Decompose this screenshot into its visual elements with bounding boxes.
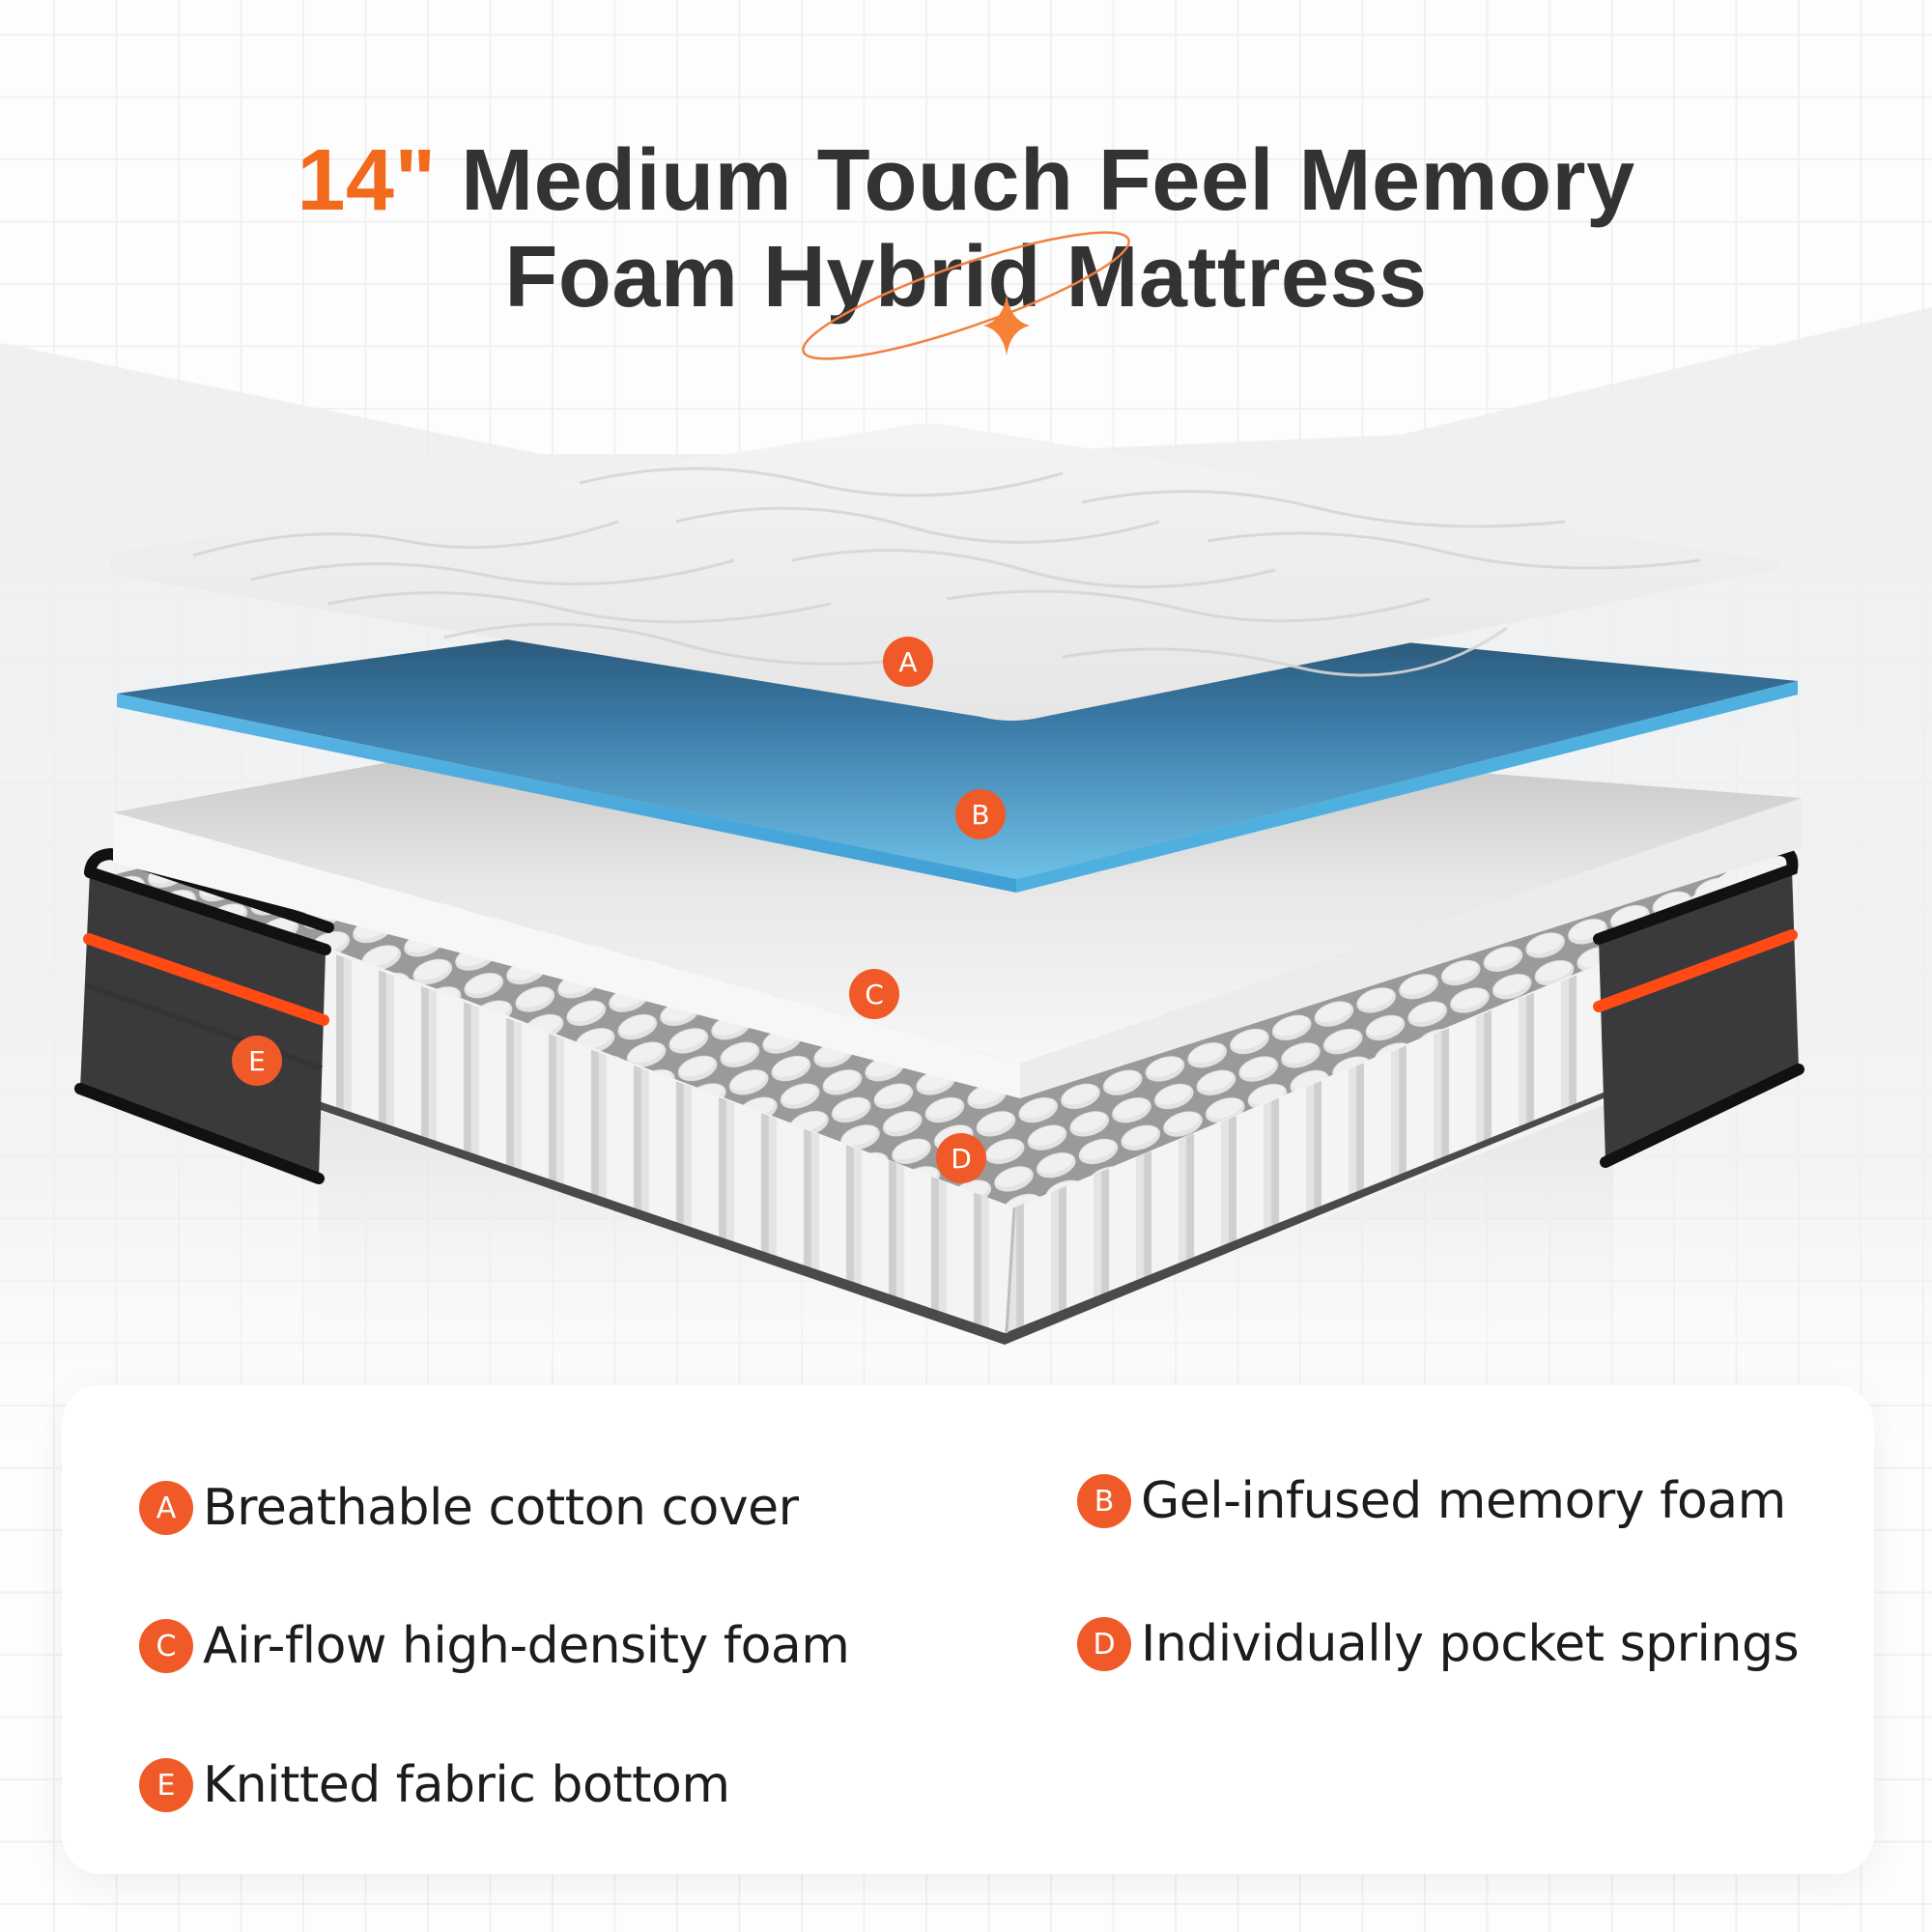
- gel-foam-front-left: [117, 694, 1016, 893]
- legend-item-b: B Gel-infused memory foam: [1077, 1472, 1786, 1530]
- cover-layer: [109, 423, 1780, 721]
- legend-item-a: A Breathable cotton cover: [139, 1479, 799, 1537]
- legend-label-d: Individually pocket springs: [1141, 1615, 1800, 1673]
- marker-a: A: [883, 637, 933, 687]
- legend-label-e: Knitted fabric bottom: [203, 1756, 730, 1814]
- legend-item-d: D Individually pocket springs: [1077, 1615, 1800, 1673]
- title-accent-size: 14": [297, 132, 437, 229]
- legend-item-c: C Air-flow high-density foam: [139, 1617, 850, 1675]
- legend-badge-c: C: [139, 1619, 193, 1673]
- legend-badge-b: B: [1077, 1474, 1131, 1528]
- foam-layer-front-left: [113, 812, 1020, 1098]
- legend-card: A Breathable cotton cover B Gel-infused …: [62, 1385, 1874, 1874]
- marker-c: C: [849, 969, 899, 1019]
- marker-b: B: [955, 789, 1006, 839]
- legend-item-e: E Knitted fabric bottom: [139, 1756, 730, 1814]
- spring-right-face: [1005, 966, 1605, 1333]
- mattress-illustration: [74, 423, 1804, 1401]
- gel-foam-front-right: [1016, 681, 1798, 893]
- title-line1-text: Medium Touch Feel Memory: [436, 132, 1635, 229]
- marker-e: E: [232, 1036, 282, 1086]
- legend-label-c: Air-flow high-density foam: [203, 1617, 850, 1675]
- marker-d: D: [936, 1133, 986, 1183]
- page-title-line1: 14" Medium Touch Feel Memory: [0, 132, 1932, 229]
- gel-foam-layer-top: [117, 589, 1798, 879]
- legend-badge-e: E: [139, 1758, 193, 1812]
- foam-layer-front-right: [1020, 798, 1802, 1098]
- legend-badge-d: D: [1077, 1617, 1131, 1671]
- legend-badge-a: A: [139, 1481, 193, 1535]
- legend-label-b: Gel-infused memory foam: [1141, 1472, 1786, 1530]
- legend-label-a: Breathable cotton cover: [203, 1479, 799, 1537]
- spring-left-face: [319, 952, 1014, 1333]
